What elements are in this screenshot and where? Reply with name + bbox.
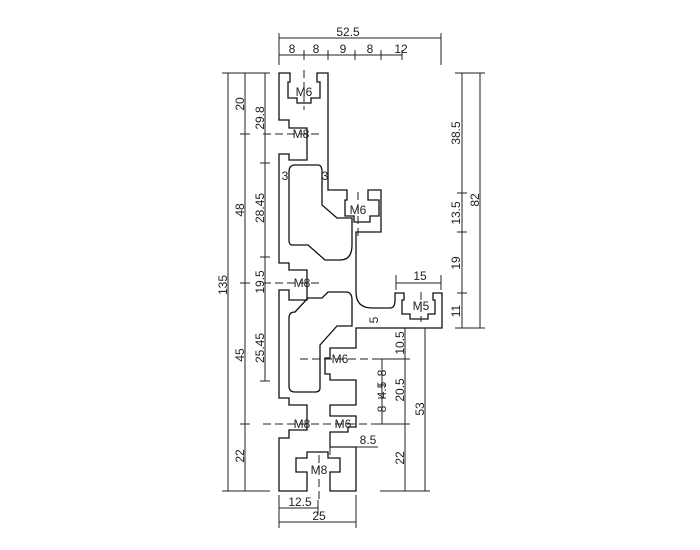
dim-25-45: 25.45 [253, 333, 267, 363]
right-dimension-lines [395, 72, 485, 329]
dim-15: 15 [413, 269, 427, 283]
dim-82: 82 [468, 193, 482, 207]
dim-45: 45 [233, 348, 247, 362]
slot-label: M8 [293, 127, 310, 141]
dim-8-upper: 8 [375, 369, 389, 376]
upper-cavity [288, 164, 353, 261]
dim-4-5: 4.5 [375, 381, 389, 398]
dim-10-5: 10.5 [393, 331, 407, 355]
dim-13-5: 13.5 [449, 201, 463, 225]
dim-8-c: 8 [367, 42, 374, 56]
dim-53: 53 [413, 402, 427, 416]
dim-8-5: 8.5 [360, 433, 377, 447]
slot-label: M8 [294, 276, 311, 290]
dim-9: 9 [340, 42, 347, 56]
dim-28-45: 28.45 [253, 193, 267, 223]
dim-19-5: 19.5 [253, 270, 267, 294]
dim-12: 12 [394, 42, 408, 56]
slot-label: M8 [311, 463, 328, 477]
dim-25: 25 [312, 509, 326, 523]
bottom-dimension-lines [278, 495, 357, 528]
dim-11: 11 [449, 304, 463, 317]
dim-wall-3-right: 3 [322, 169, 329, 183]
dim-20: 20 [233, 97, 247, 111]
dim-8-lower: 8 [375, 405, 389, 412]
slot-label: M6 [296, 85, 313, 99]
slot-label: M6 [335, 417, 352, 431]
lower-right-dimension-lines [329, 328, 430, 492]
dim-135: 135 [216, 275, 230, 295]
dim-8-b: 8 [313, 42, 320, 56]
left-dimension-lines [222, 72, 270, 492]
slot-label: M5 [413, 299, 430, 313]
dim-wall-5: 5 [367, 316, 381, 323]
dim-22-left: 22 [233, 449, 247, 463]
profile-outline [278, 72, 443, 492]
dim-8-a: 8 [289, 42, 296, 56]
dim-52-5: 52.5 [336, 25, 360, 39]
dim-12-5: 12.5 [288, 495, 312, 509]
dim-29-8: 29.8 [253, 106, 267, 130]
dim-22-right: 22 [393, 451, 407, 465]
lower-cavity [288, 291, 353, 393]
dim-48: 48 [233, 203, 247, 217]
center-lines [263, 70, 422, 500]
slot-label: M6 [350, 203, 367, 217]
slot-label: M8 [294, 417, 311, 431]
dim-19: 19 [449, 256, 463, 270]
dim-wall-3-left: 3 [282, 169, 289, 183]
dim-38-5: 38.5 [449, 121, 463, 145]
dim-20-5: 20.5 [393, 378, 407, 402]
top-dimension-lines [278, 33, 442, 65]
slot-label: M6 [332, 352, 349, 366]
